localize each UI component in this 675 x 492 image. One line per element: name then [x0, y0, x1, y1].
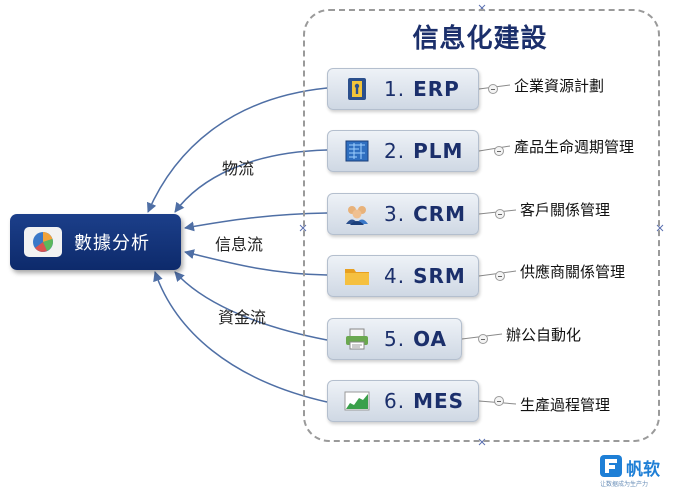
system-description-srm: 供應商關係管理 [520, 263, 626, 281]
arrow-srm-to-hub [184, 249, 328, 276]
hub-label: 數據分析 [74, 233, 150, 254]
flow-label-information: 信息流 [215, 235, 264, 254]
collapse-toggle-erp[interactable] [488, 84, 498, 94]
system-number: 5. [384, 327, 406, 351]
diagram-title: 信息化建設 [412, 24, 548, 54]
area-chart-icon [344, 389, 370, 413]
people-icon [344, 202, 370, 226]
blueprint-icon [344, 139, 370, 163]
system-description-crm: 客戶關係管理 [520, 201, 611, 219]
system-group-frame [303, 9, 660, 442]
system-name: OA [413, 327, 448, 351]
collapse-toggle-plm[interactable] [494, 146, 504, 156]
flow-label-logistics: 物流 [222, 159, 255, 178]
system-node-crm[interactable]: 3. CRM [327, 193, 479, 235]
pie-chart-icon [24, 227, 62, 257]
system-description-mes: 生產過程管理 [520, 396, 611, 414]
system-number: 2. [384, 139, 406, 163]
arrow-oa-to-hub [174, 271, 328, 341]
system-number: 4. [384, 264, 406, 288]
system-node-srm[interactable]: 4. SRM [327, 255, 479, 297]
folder-icon [344, 264, 370, 288]
system-node-oa[interactable]: 5. OA [327, 318, 462, 360]
brand-watermark: 帆软 让数据成为生产力 [600, 455, 670, 488]
arrow-plm-to-hub [174, 149, 328, 213]
system-number: 3. [384, 202, 406, 226]
system-node-mes[interactable]: 6. MES [327, 380, 479, 422]
system-number: 1. [384, 77, 406, 101]
system-name: MES [413, 389, 465, 413]
system-node-erp[interactable]: 1. ERP [327, 68, 479, 110]
arrow-mes-to-hub [153, 271, 328, 403]
collapse-toggle-oa[interactable] [478, 334, 488, 344]
brand-slogan: 让数据成为生产力 [600, 481, 649, 488]
system-node-plm[interactable]: 2. PLM [327, 130, 479, 172]
flow-label-funds: 資金流 [218, 308, 267, 327]
arrow-erp-to-hub [147, 87, 328, 213]
system-number: 6. [384, 389, 406, 413]
collapse-toggle-crm[interactable] [495, 209, 505, 219]
system-name: SRM [413, 264, 466, 288]
printer-icon [344, 327, 370, 351]
system-description-oa: 辦公自動化 [506, 326, 582, 344]
system-name: PLM [413, 139, 464, 163]
hub-node-data-analysis[interactable]: 數據分析 [10, 214, 181, 270]
fanruan-logo-icon [600, 455, 622, 477]
system-description-erp: 企業資源計劃 [514, 77, 605, 95]
collapse-toggle-mes[interactable] [494, 396, 504, 406]
brand-name: 帆软 [626, 460, 660, 480]
system-name: ERP [413, 77, 460, 101]
system-name: CRM [413, 202, 467, 226]
system-description-plm: 產品生命週期管理 [514, 138, 635, 156]
collapse-toggle-srm[interactable] [495, 271, 505, 281]
notebook-icon [344, 77, 370, 101]
arrow-crm-to-hub [184, 212, 328, 232]
